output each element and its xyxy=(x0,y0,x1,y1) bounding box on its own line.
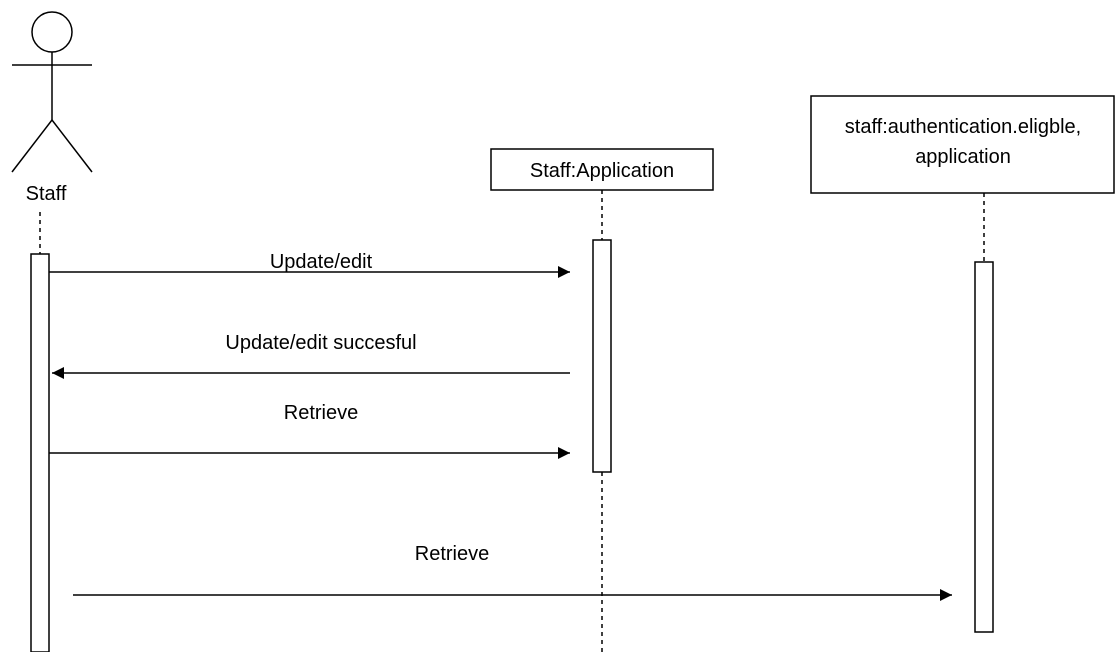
participant-box-staff-authentication xyxy=(810,95,1115,194)
message-label-update-edit: Update/edit xyxy=(270,251,373,273)
activation-bar-staff-application xyxy=(592,239,612,473)
actor-left-leg xyxy=(11,119,53,173)
participant-label-staff-authentication-line-2: application xyxy=(915,146,1011,168)
actor-right-leg xyxy=(51,119,93,173)
actor-label: Staff xyxy=(26,183,67,205)
actor-staff xyxy=(11,11,93,173)
participant-label-staff-authentication-line-1: staff:authentication.eligble, xyxy=(845,116,1081,138)
actor-head-icon xyxy=(31,11,73,53)
participant-label-staff-application: Staff:Application xyxy=(530,160,674,182)
message-label-retrieve-application: Retrieve xyxy=(284,402,358,424)
message-label-update-edit-succesful: Update/edit succesful xyxy=(225,332,416,354)
actor-activation-bar xyxy=(30,253,50,652)
message-label-retrieve-authentication: Retrieve xyxy=(415,543,489,565)
participant-box-staff-application xyxy=(490,148,714,191)
activation-bar-staff-authentication xyxy=(974,261,994,633)
